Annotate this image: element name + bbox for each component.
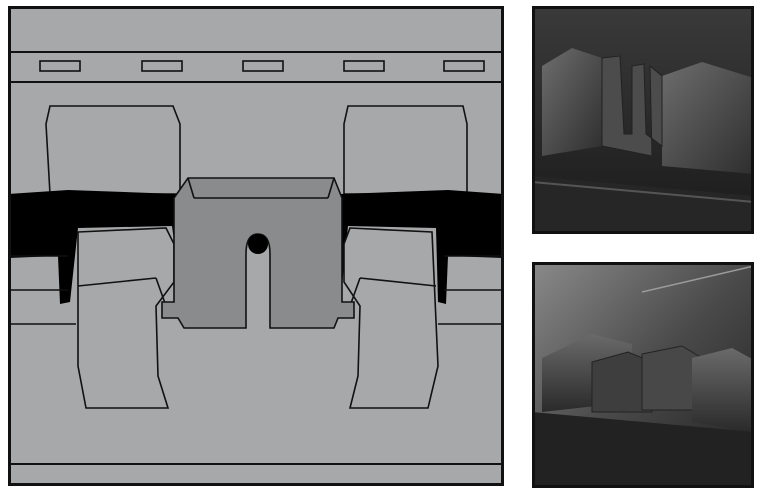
photo-top-base — [532, 176, 754, 234]
photo-bottom-right-block — [692, 348, 754, 432]
photo-top-image — [532, 6, 754, 234]
clip-diagram — [8, 6, 504, 486]
diagram-border — [8, 6, 504, 486]
plastic-latch-closeup-photo — [532, 262, 754, 488]
photo-top-edge-highlight — [532, 181, 754, 203]
lower-right-block — [343, 227, 439, 409]
rail-slot — [343, 60, 385, 72]
plastic-clip-closeup-photo — [532, 6, 754, 234]
clip-line-art — [8, 6, 504, 486]
photo-bottom-base — [532, 412, 754, 488]
upper-left-block — [45, 105, 181, 195]
upper-right-block — [343, 105, 468, 195]
right-shadow-band — [340, 190, 504, 304]
lower-left-block-edge — [77, 277, 157, 287]
rail-slot — [39, 60, 81, 72]
rail-slots — [39, 60, 485, 72]
photo-bottom-reflection — [641, 265, 754, 293]
photo-top-border — [532, 6, 754, 234]
left-shadow-band — [8, 190, 180, 304]
center-clip-bevel-right — [327, 177, 335, 199]
photo-top-left-block — [542, 48, 602, 156]
photo-bottom-border — [532, 262, 754, 488]
rail-slot — [141, 60, 183, 72]
rail-slot — [443, 60, 485, 72]
center-clip-hole — [248, 234, 268, 254]
lower-left-block — [77, 227, 175, 409]
lower-right-block-edge — [359, 277, 437, 287]
photo-top-clip — [601, 55, 663, 157]
rail-slot — [242, 60, 284, 72]
photo-top-right-block — [662, 62, 754, 174]
center-clip-bevel-left — [187, 177, 195, 199]
photo-bottom-image — [532, 262, 754, 488]
